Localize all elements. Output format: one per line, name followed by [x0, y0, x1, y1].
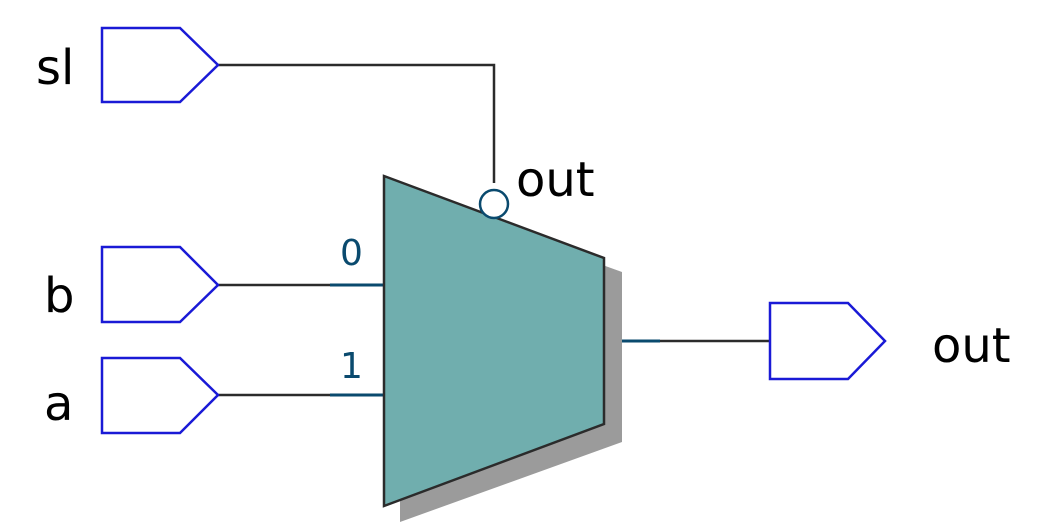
- mux-pin-label-0: 0: [340, 233, 363, 274]
- input-port-sl[interactable]: [100, 26, 220, 104]
- output-port-label-out: out: [932, 318, 1011, 374]
- input-port-label-b: b: [44, 268, 74, 324]
- wire-sl: [218, 63, 496, 183]
- mux-body[interactable]: [382, 174, 606, 508]
- output-port-out[interactable]: [768, 301, 887, 381]
- input-port-b[interactable]: [100, 245, 220, 324]
- input-port-a[interactable]: [100, 356, 220, 435]
- mux-pin-label-1: 1: [340, 346, 363, 387]
- input-port-label-sl: sl: [36, 40, 74, 96]
- input-port-label-a: a: [44, 376, 73, 432]
- select-inversion-bubble: [478, 188, 510, 220]
- mux-select-label: out: [516, 152, 595, 208]
